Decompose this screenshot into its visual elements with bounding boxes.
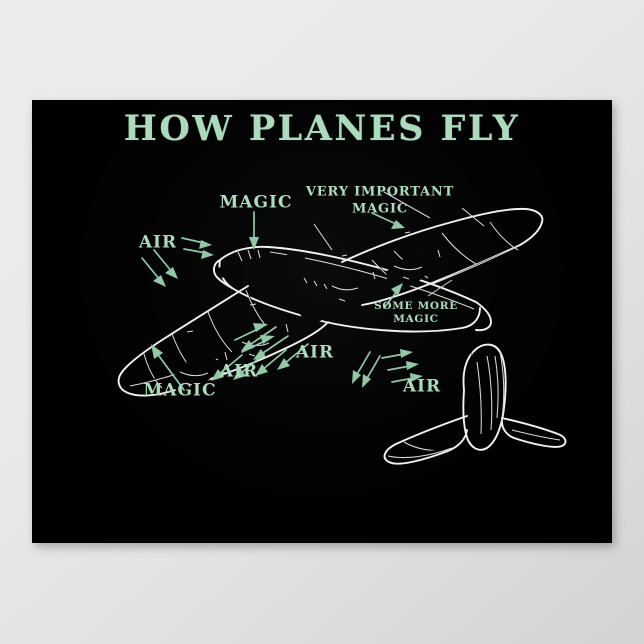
engine-right-inboard [324,254,376,309]
arrow-air-bottom-right [381,349,423,383]
arrow-magic-bottom-left [151,344,185,391]
diagram-labels: MAGIC VERY IMPORTANT MAGIC AIR SOME MORE… [138,185,458,401]
engine-right-outboard [386,231,441,289]
arrow-air-bottom-right-diagonal [352,351,381,388]
arrow-air-upper-left [181,237,214,259]
arrow-air-center [234,323,275,353]
label-some-more-magic-line1: SOME MORE [374,300,458,312]
propeller-left-outboard [185,330,228,386]
engine-left-outboard [172,330,228,394]
label-air-center: AIR [295,343,334,363]
label-very-important-magic-line1: VERY IMPORTANT [305,185,454,200]
label-air-lower-left: AIR [219,362,258,382]
airflow-arrows [141,191,485,391]
arrow-very-important-magic [371,212,405,229]
tail-assembly [383,330,567,465]
fuselage [212,245,492,333]
label-air-bottom-right: AIR [402,377,441,397]
arrow-air-upper-left-down [141,249,178,287]
airplane-illustration [117,207,567,465]
propeller-right-inboard [338,254,376,302]
label-air-upper-left: AIR [138,233,177,253]
right-wing [341,207,544,306]
arrow-air-lower-left-cluster [211,343,309,381]
arrow-magic-top [249,211,259,250]
propeller-right-outboard [402,231,441,280]
arrow-some-more-magic [383,283,403,309]
airplane-diagram: MAGIC VERY IMPORTANT MAGIC AIR SOME MORE… [117,185,567,465]
label-magic-bottom-left: MAGIC [143,381,216,401]
callout-lines [313,191,485,297]
label-very-important-magic-line2: MAGIC [352,202,408,217]
page-title: HOW PLANES FLY [123,108,521,149]
label-some-more-magic-line2: MAGIC [393,313,439,325]
poster: HOW PLANES FLY [32,100,612,543]
label-magic-top: MAGIC [219,193,292,213]
